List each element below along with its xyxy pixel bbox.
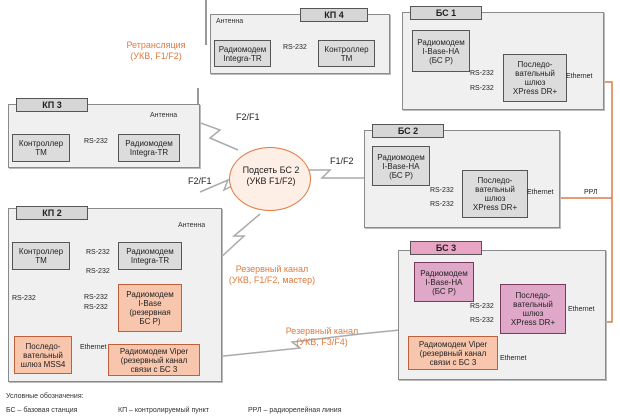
f1f2-bs2-label: F1/F2 (330, 156, 354, 166)
bs2-tag: БС 2 (372, 124, 444, 138)
kp2-viper[interactable]: Радиомодем Viper (резервный канал связи … (108, 344, 200, 376)
kp2-rs4-label: RS-232 (84, 294, 108, 301)
kp2-gateway[interactable]: Последо- вательный шлюз MSS4 (14, 336, 72, 374)
kp2-rs5-label: RS-232 (84, 304, 108, 311)
legend-rrl: РРЛ – радиорелейная линия (248, 407, 342, 414)
bs3-ethernet-label: Ethernet (568, 306, 595, 313)
kp2-rs3-label: RS-232 (12, 295, 36, 302)
relay-label: Ретрансляция (УКВ, F1/F2) (126, 40, 186, 61)
kp2-ibase[interactable]: Радиомодем I-Base (резервная БС Р) (118, 284, 182, 332)
bs1-rs2-label: RS-232 (470, 85, 494, 92)
bs1-rs1-label: RS-232 (470, 70, 494, 77)
bs2-gateway[interactable]: Последо- вательный шлюз XPress DR+ (462, 170, 528, 218)
subnet-ellipse (229, 147, 311, 211)
legend-title: Условные обозначения: (6, 393, 84, 400)
bs3-tag: БС 3 (410, 241, 482, 255)
kp2-backup-zigzag (217, 213, 261, 261)
kp4-antenna-label: Антенна (216, 18, 244, 25)
bs3-ethernet2-label: Ethernet (500, 355, 527, 362)
bs3-viper[interactable]: Радиомодем Viper (резервный канал связи … (408, 336, 498, 370)
rrl-line (600, 81, 613, 323)
bs3-gateway[interactable]: Последо- вательный шлюз XPress DR+ (500, 284, 566, 334)
rrl-label: РРЛ (584, 189, 598, 196)
bs2-radio-zigzag (300, 169, 365, 179)
kp2-antenna-label: Антенна (178, 222, 206, 229)
bs2-modem[interactable]: Радиомодем I-Base-HA (БС Р) (372, 146, 430, 186)
kp3-rs-label: RS-232 (84, 138, 108, 145)
bs2-rs1-label: RS-232 (430, 187, 454, 194)
kp2-tag: КП 2 (16, 206, 88, 220)
subnet-label: Подсеть БС 2 (УКВ F1/F2) (242, 165, 300, 186)
kp3-controller[interactable]: Контроллер TM (12, 134, 70, 162)
kp4-modem[interactable]: Радиомодем Integra-TR (214, 40, 271, 67)
backup2-zigzag (204, 329, 401, 359)
kp2-ethernet-label: Ethernet (80, 344, 107, 351)
legend-kp: КП – контролируемый пункт (118, 407, 209, 414)
bs3-rs1-label: RS-232 (470, 303, 494, 310)
f2f1-kp3-label: F2/F1 (236, 112, 260, 122)
bs1-modem[interactable]: Радиомодем I-Base-HA (БС Р) (412, 30, 470, 72)
kp4-tag: КП 4 (300, 8, 368, 22)
kp3-tag: КП 3 (16, 98, 88, 112)
kp2-rs2-label: RS-232 (86, 268, 110, 275)
legend-bs: БС – базовая станция (6, 407, 78, 414)
bs2-ethernet-label: Ethernet (527, 189, 554, 196)
kp4-rs-label: RS-232 (283, 44, 307, 51)
backup1-label: Резервный канал (УКВ, F1/F2, мастер) (228, 264, 316, 285)
backup2-label: Резервный канал (УКВ, F3/F4) (285, 326, 359, 347)
bs1-ethernet-label: Ethernet (566, 73, 593, 80)
bs1-tag: БС 1 (410, 6, 482, 20)
kp2-controller[interactable]: Контроллер TM (12, 242, 70, 270)
f2f1-kp2-label: F2/F1 (188, 176, 212, 186)
kp3-modem[interactable]: Радиомодем Integra-TR (118, 134, 180, 162)
kp4-controller[interactable]: Контроллер TM (318, 40, 375, 67)
kp2-rs1-label: RS-232 (86, 249, 110, 256)
kp2-modem[interactable]: Радиомодем Integra-TR (118, 242, 182, 270)
bs1-gateway[interactable]: Последо- вательный шлюз XPress DR+ (503, 54, 567, 102)
bs3-rs2-label: RS-232 (470, 317, 494, 324)
kp3-antenna-label: Антенна (150, 112, 178, 119)
bs2-rs2-label: RS-232 (430, 201, 454, 208)
bs3-modem[interactable]: Радиомодем I-Base-HA (БС Р) (414, 262, 474, 302)
